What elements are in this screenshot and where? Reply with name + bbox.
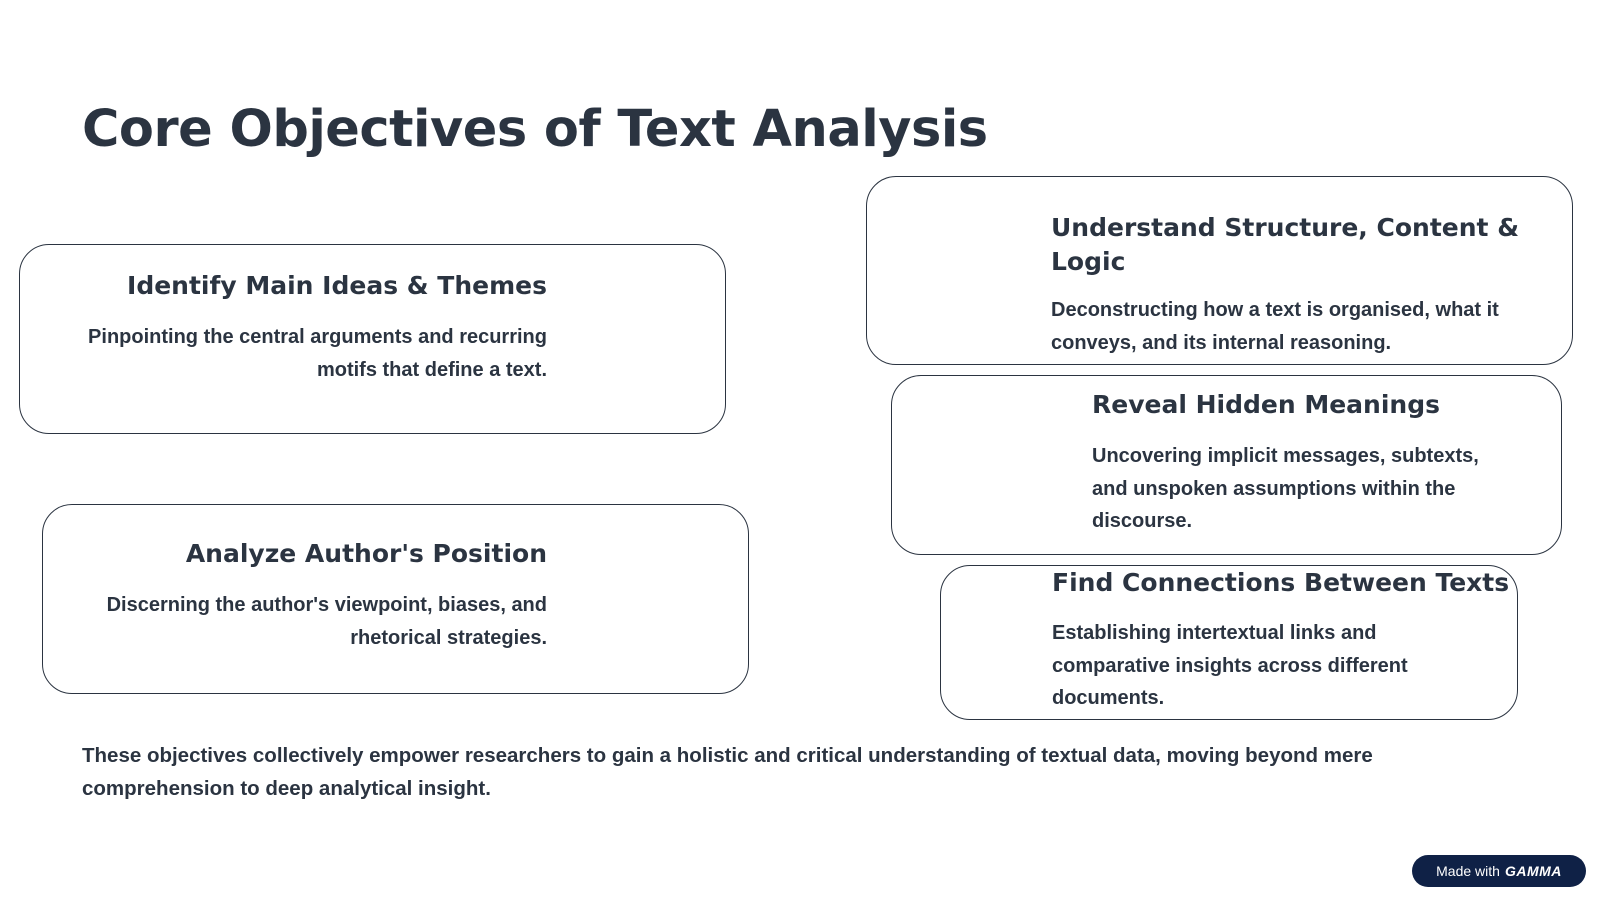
card-title: Analyze Author's Position <box>185 539 547 568</box>
gamma-logo: GAMMA <box>1504 863 1562 879</box>
card-description: Discerning the author's viewpoint, biase… <box>106 594 547 649</box>
card-description: Establishing intertextual links and comp… <box>1052 622 1408 709</box>
card-description: Uncovering implicit messages, subtexts, … <box>1092 445 1479 532</box>
card-title: Understand Structure, Content & Logic <box>1051 213 1519 276</box>
objective-card-main-ideas: Identify Main Ideas & Themes Pinpointing… <box>19 244 726 434</box>
card-title: Reveal Hidden Meanings <box>1092 390 1440 419</box>
badge-prefix: Made with <box>1436 863 1500 879</box>
card-title: Identify Main Ideas & Themes <box>127 271 547 300</box>
slide-title: Core Objectives of Text Analysis <box>82 100 988 159</box>
objective-card-hidden-meanings: Reveal Hidden Meanings Uncovering implic… <box>891 375 1562 555</box>
objective-card-structure: Understand Structure, Content & Logic De… <box>866 176 1573 365</box>
summary-text: These objectives collectively empower re… <box>82 744 1373 800</box>
card-description: Pinpointing the central arguments and re… <box>88 326 547 381</box>
card-description: Deconstructing how a text is organised, … <box>1051 299 1499 354</box>
made-with-gamma-badge[interactable]: Made with GAMMA <box>1412 855 1586 887</box>
objective-card-connections: Find Connections Between Texts Establish… <box>940 565 1518 720</box>
card-title: Find Connections Between Texts <box>1052 568 1510 597</box>
objective-card-author-position: Analyze Author's Position Discerning the… <box>42 504 749 694</box>
